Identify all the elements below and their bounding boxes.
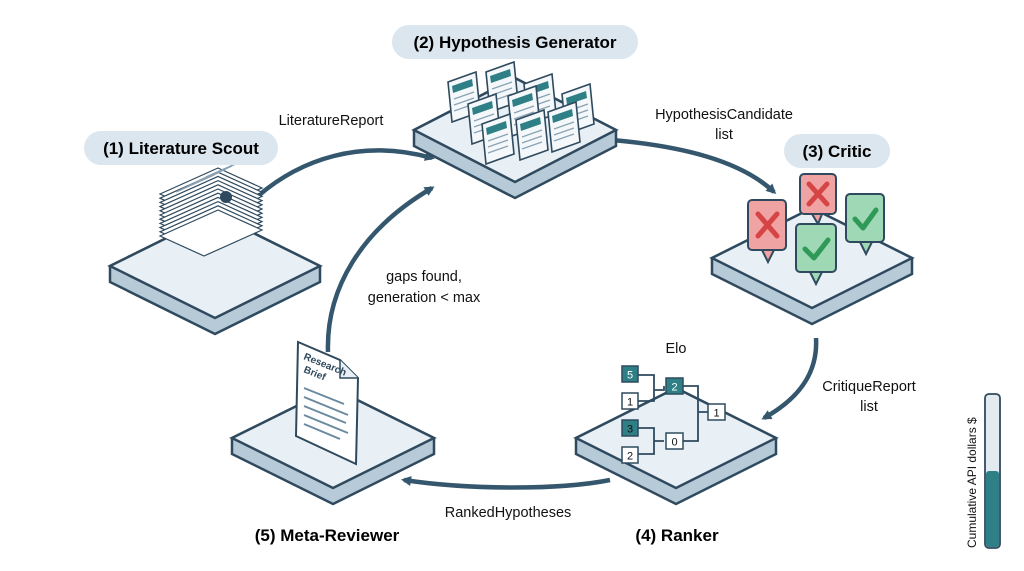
node-label-metareviewer: (5) Meta-Reviewer: [255, 526, 400, 545]
budget-meter-label: Cumulative API dollars $: [965, 417, 979, 548]
budget-meter: Cumulative API dollars $: [965, 393, 1001, 549]
svg-text:(5) Meta-Reviewer: (5) Meta-Reviewer: [255, 526, 400, 545]
bracket-seed-2: [621, 392, 639, 410]
accept-bubble-icon: [845, 193, 885, 257]
edge-metareviewer-to-generator: [325, 186, 435, 353]
bracket-seed-4: [621, 446, 639, 464]
edge-label-hypothesiscandidate-line2: list: [715, 127, 733, 143]
platform-scout: [107, 212, 323, 336]
critique-bubbles-icon: [747, 173, 885, 287]
svg-text:(3) Critic: (3) Critic: [803, 142, 872, 161]
research-brief-document-icon: Research Brief: [294, 340, 360, 466]
edge-label-rankedhypotheses: RankedHypotheses: [445, 505, 572, 521]
edge-ranker-to-metareviewer: [401, 476, 611, 490]
bracket-semi-1: [665, 377, 684, 395]
bracket-semi-2-label: 0: [671, 437, 677, 449]
edge-label-gaps-line1: gaps found,: [386, 269, 462, 285]
bracket-seed-1: [621, 365, 639, 383]
reject-bubble-icon: [799, 173, 837, 227]
node-label-scout: (1) Literature Scout: [84, 131, 278, 165]
bracket-seed-4-label: 2: [627, 451, 633, 463]
bracket-seed-3: [621, 419, 639, 437]
hypothesis-cards-icon: [447, 60, 595, 166]
bracket-semi-2: [665, 432, 684, 450]
edge-label-critiquereport-line1: CritiqueReport: [822, 379, 916, 395]
bracket-seed-1-label: 5: [627, 370, 633, 382]
paper-stack-icon: [158, 159, 264, 257]
edge-label-literaturereport: LiteratureReport: [279, 113, 384, 129]
accept-bubble-icon: [795, 223, 837, 287]
svg-text:(1) Literature Scout: (1) Literature Scout: [103, 139, 259, 158]
edge-label-critiquereport-line2: list: [860, 399, 878, 415]
edge-generator-to-critic: [611, 137, 777, 195]
node-label-critic: (3) Critic: [784, 134, 890, 168]
reject-bubble-icon: [747, 199, 787, 265]
elo-bracket: 5 1 3 2 2 0 1: [621, 365, 726, 464]
edge-scout-to-generator: [256, 148, 435, 198]
bracket-final: [707, 403, 726, 421]
budget-meter-fill: [986, 471, 999, 547]
edge-label-gaps-line2: generation < max: [368, 290, 481, 306]
bracket-semi-1-label: 2: [671, 382, 677, 394]
bracket-seed-2-label: 1: [627, 397, 633, 409]
svg-text:(2) Hypothesis Generator: (2) Hypothesis Generator: [413, 33, 616, 52]
edge-critic-to-ranker: [761, 337, 819, 420]
svg-text:(4) Ranker: (4) Ranker: [635, 526, 719, 545]
edge-label-hypothesiscandidate-line1: HypothesisCandidate: [655, 107, 793, 123]
bracket-seed-3-label: 3: [627, 424, 633, 436]
elo-label: Elo: [666, 341, 687, 357]
bracket-final-label: 1: [713, 408, 719, 420]
node-label-ranker: (4) Ranker: [635, 526, 719, 545]
node-label-generator: (2) Hypothesis Generator: [392, 25, 638, 59]
